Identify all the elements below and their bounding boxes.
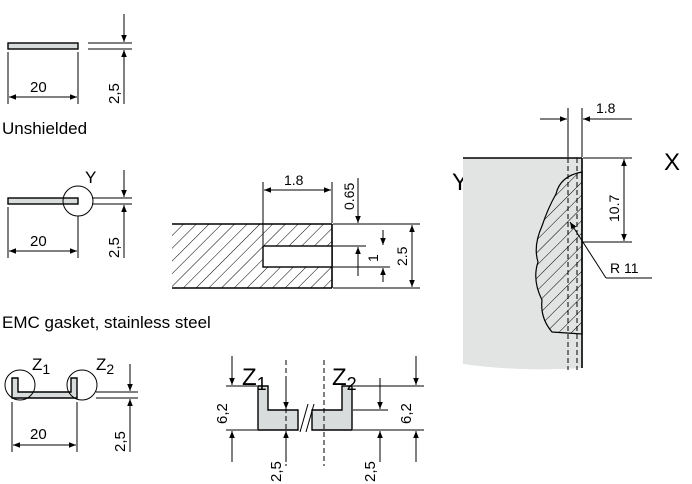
dim-gasket-thickness: 2,5 (112, 431, 129, 452)
dim-y-gap-height: 1 (365, 254, 381, 262)
dim-z-height-right: 6,2 (398, 403, 415, 424)
label-detail-x: X (664, 149, 680, 176)
strip-body-unshielded (7, 197, 79, 205)
label-z2-large: Z2 (332, 364, 357, 394)
detail-circle-z1 (4, 369, 36, 401)
dim-strip-width-2: 20 (30, 233, 47, 250)
detail-x: X 1.8 10.7 R 11 (463, 100, 680, 370)
emc-gasket-small: Z1 Z2 20 2,5 (4, 355, 138, 452)
label-z2-small: Z2 (96, 355, 114, 377)
strip-body (7, 42, 79, 50)
label-emc-gasket: EMC gasket, stainless steel (2, 313, 211, 332)
dim-strip-thickness: 2,5 (106, 83, 123, 104)
dim-z-thickness-right: 2,5 (362, 461, 379, 482)
dim-x-radius: R 11 (610, 260, 639, 276)
dim-strip-thickness-2: 2,5 (106, 237, 123, 258)
dim-y-offset: 0.65 (341, 183, 357, 210)
label-z1-large: Z1 (242, 364, 267, 394)
label-detail-y-small: Y (85, 168, 96, 187)
gasket-small-body (11, 377, 78, 399)
detail-y-section: Y 1.8 0.65 1 2.5 (172, 169, 468, 289)
dim-x-height: 10.7 (606, 195, 622, 222)
dim-z-height-left: 6,2 (214, 403, 231, 424)
strip-top-view: 20 2,5 (7, 14, 132, 104)
dim-strip-width: 20 (30, 79, 47, 96)
label-unshielded: Unshielded (2, 119, 87, 138)
inner-slot (262, 245, 333, 268)
emc-gasket-profile: Z1 Z2 6,2 6,2 2,5 2,5 (214, 356, 424, 482)
hatched-profile (535, 171, 583, 335)
dim-y-total: 2.5 (394, 246, 410, 266)
dim-z-thickness-left: 2,5 (268, 461, 285, 482)
strip-unshielded: Y 20 2,5 (7, 168, 132, 258)
detail-circle-z2 (66, 369, 98, 401)
dim-gasket-width: 20 (30, 426, 47, 443)
dim-y-gap-width: 1.8 (284, 172, 304, 188)
dim-x-width: 1.8 (596, 100, 616, 116)
label-z1-small: Z1 (32, 355, 50, 377)
